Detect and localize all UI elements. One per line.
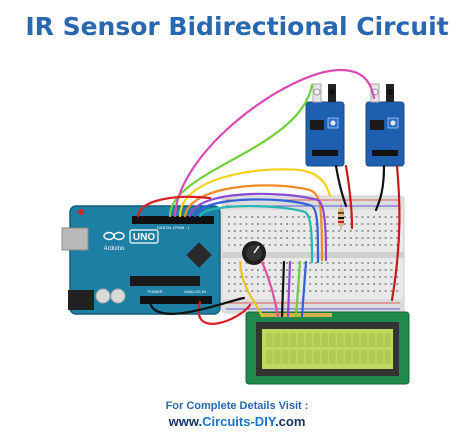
wire-red-1 xyxy=(136,195,212,218)
wire-bb-2 xyxy=(300,260,308,318)
wire-bb-4 xyxy=(280,260,286,318)
ir-sensor-2 xyxy=(365,83,405,167)
header-power-label: POWER xyxy=(147,289,162,294)
footer-url-site: Circuits-DIY xyxy=(202,414,276,429)
board-brand: Arduino xyxy=(104,246,125,252)
power-jack-icon xyxy=(68,290,94,310)
wires xyxy=(136,68,401,325)
wire-purple xyxy=(188,192,328,262)
footer-url-prefix: www. xyxy=(168,414,203,429)
arduino-infinity-logo-icon xyxy=(103,231,125,241)
wire-black-2 xyxy=(374,164,386,212)
header-analog-label: ANALOG IN xyxy=(184,289,206,294)
usb-port-icon xyxy=(61,227,89,251)
lcd-display xyxy=(245,311,410,385)
arduino-uno-board: UNO Arduino DIGITAL (PWM ~) POWER ANALOG… xyxy=(61,205,221,315)
wire-teal xyxy=(198,204,314,264)
wire-red-4 xyxy=(197,300,252,325)
wire-green xyxy=(168,83,314,218)
footer-url[interactable]: www.Circuits-DIY.com xyxy=(0,414,474,429)
wire-red-3 xyxy=(390,164,401,302)
diagram-title: IR Sensor Bidirectional Circuit xyxy=(25,12,449,41)
board-name: UNO xyxy=(133,232,155,243)
wire-magenta xyxy=(173,68,376,218)
wire-black-3 xyxy=(148,296,246,315)
wire-pink xyxy=(260,260,280,318)
resistor xyxy=(338,204,344,230)
footer-url-suffix: .com xyxy=(275,414,306,429)
wire-bb-1 xyxy=(294,260,302,318)
wire-blue xyxy=(193,198,320,264)
header-digital-label: DIGITAL (PWM ~) xyxy=(157,225,190,230)
wire-red-2 xyxy=(344,164,354,230)
potentiometer xyxy=(242,241,266,265)
wire-yellow xyxy=(178,168,332,218)
wire-black-1 xyxy=(334,164,348,208)
footer-label: For Complete Details Visit : xyxy=(165,400,309,412)
ir-led-icon xyxy=(313,88,321,96)
ir-sensor-1 xyxy=(305,83,345,167)
wire-gold xyxy=(238,260,264,318)
wire-bb-3 xyxy=(286,260,292,318)
